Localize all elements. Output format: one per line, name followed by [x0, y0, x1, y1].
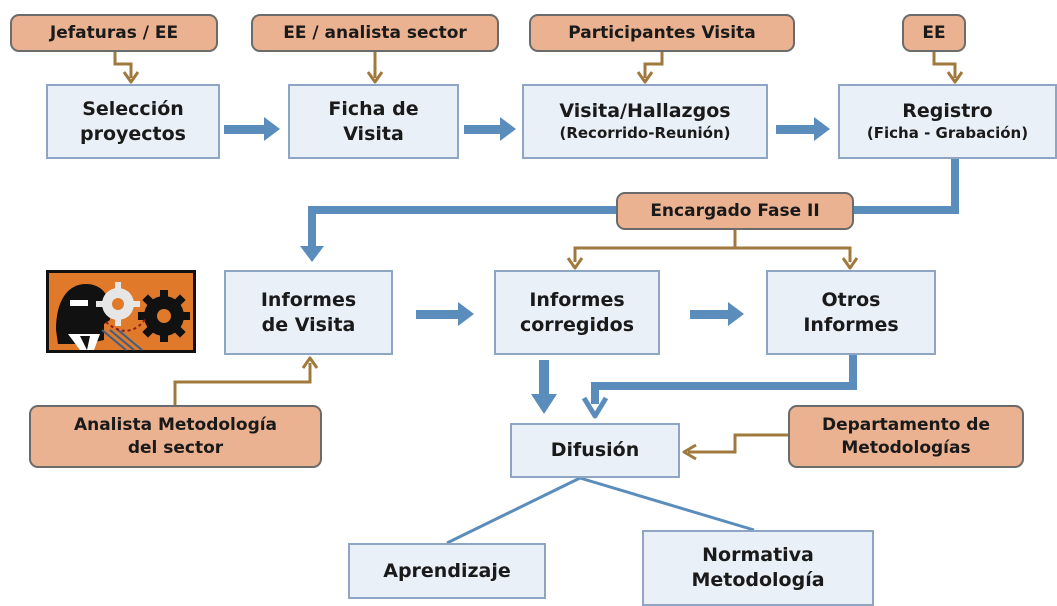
step-difusion: Difusión	[510, 423, 680, 478]
role-analista-metodologia: Analista Metodología del sector	[29, 405, 322, 468]
blue-flow-heads	[300, 246, 324, 262]
step-registro-line1: Registro	[902, 100, 993, 123]
role-jefaturas-label: Jefaturas / EE	[49, 22, 179, 43]
step-visita-hallazgos: Visita/Hallazgos (Recorrido-Reunión)	[522, 84, 768, 159]
step-otros-line2: Informes	[803, 313, 899, 336]
role-participantes-label: Participantes Visita	[568, 22, 756, 43]
role-departamento-line1: Departamento de	[821, 415, 991, 436]
step-normativa-line2: Metodología	[691, 569, 825, 591]
step-informes-visita-line2: de Visita	[261, 313, 356, 336]
step-visita-line1: Visita/Hallazgos	[559, 100, 731, 123]
step-aprendizaje-label: Aprendizaje	[383, 559, 511, 582]
step-registro-line2: (Ficha - Grabación)	[866, 124, 1029, 143]
step-ficha-line2: Visita	[343, 122, 404, 145]
step-ficha-line1: Ficha de	[328, 97, 419, 120]
step-seleccion-line2: proyectos	[79, 122, 186, 145]
step-aprendizaje: Aprendizaje	[348, 543, 546, 599]
step-otros-informes: Otros Informes	[766, 270, 936, 355]
role-analista-metodologia-line1: Analista Metodología	[73, 415, 278, 436]
step-otros-line1: Otros	[821, 288, 881, 311]
role-ee-label: EE	[922, 22, 946, 43]
step-informes-corregidos-line1: Informes	[529, 288, 625, 311]
step-ficha-visita: Ficha de Visita	[288, 84, 459, 159]
step-registro: Registro (Ficha - Grabación)	[838, 84, 1057, 159]
role-encargado: Encargado Fase II	[616, 192, 854, 230]
gold-arrowheads	[122, 71, 964, 461]
step-visita-line2: (Recorrido-Reunión)	[559, 124, 731, 143]
step-informes-visita: Informes de Visita	[224, 270, 393, 355]
difusion-split	[446, 476, 755, 545]
step-informes-corregidos-line2: corregidos	[519, 313, 635, 336]
difusion-arrowhead	[581, 396, 609, 419]
blue-arrows	[224, 117, 830, 414]
step-seleccion-proyectos: Selección proyectos	[46, 84, 220, 159]
role-ee-analista: EE / analista sector	[251, 14, 499, 52]
role-encargado-label: Encargado Fase II	[650, 200, 820, 221]
role-departamento: Departamento de Metodologías	[788, 405, 1024, 468]
role-analista-metodologia-line2: del sector	[127, 437, 224, 458]
role-ee-analista-label: EE / analista sector	[283, 22, 467, 43]
step-difusion-label: Difusión	[550, 439, 640, 462]
step-normativa-line1: Normativa	[702, 544, 814, 567]
step-seleccion-line1: Selección	[82, 97, 184, 120]
people-gears-icon	[46, 270, 196, 353]
role-ee: EE	[902, 14, 966, 52]
role-jefaturas: Jefaturas / EE	[10, 14, 218, 52]
step-informes-visita-line1: Informes	[260, 288, 357, 311]
role-departamento-line2: Metodologías	[841, 437, 971, 458]
role-connectors	[113, 50, 957, 454]
role-participantes: Participantes Visita	[529, 14, 795, 52]
step-informes-corregidos: Informes corregidos	[494, 270, 660, 355]
step-normativa-metodologia: Normativa Metodología	[642, 530, 874, 606]
